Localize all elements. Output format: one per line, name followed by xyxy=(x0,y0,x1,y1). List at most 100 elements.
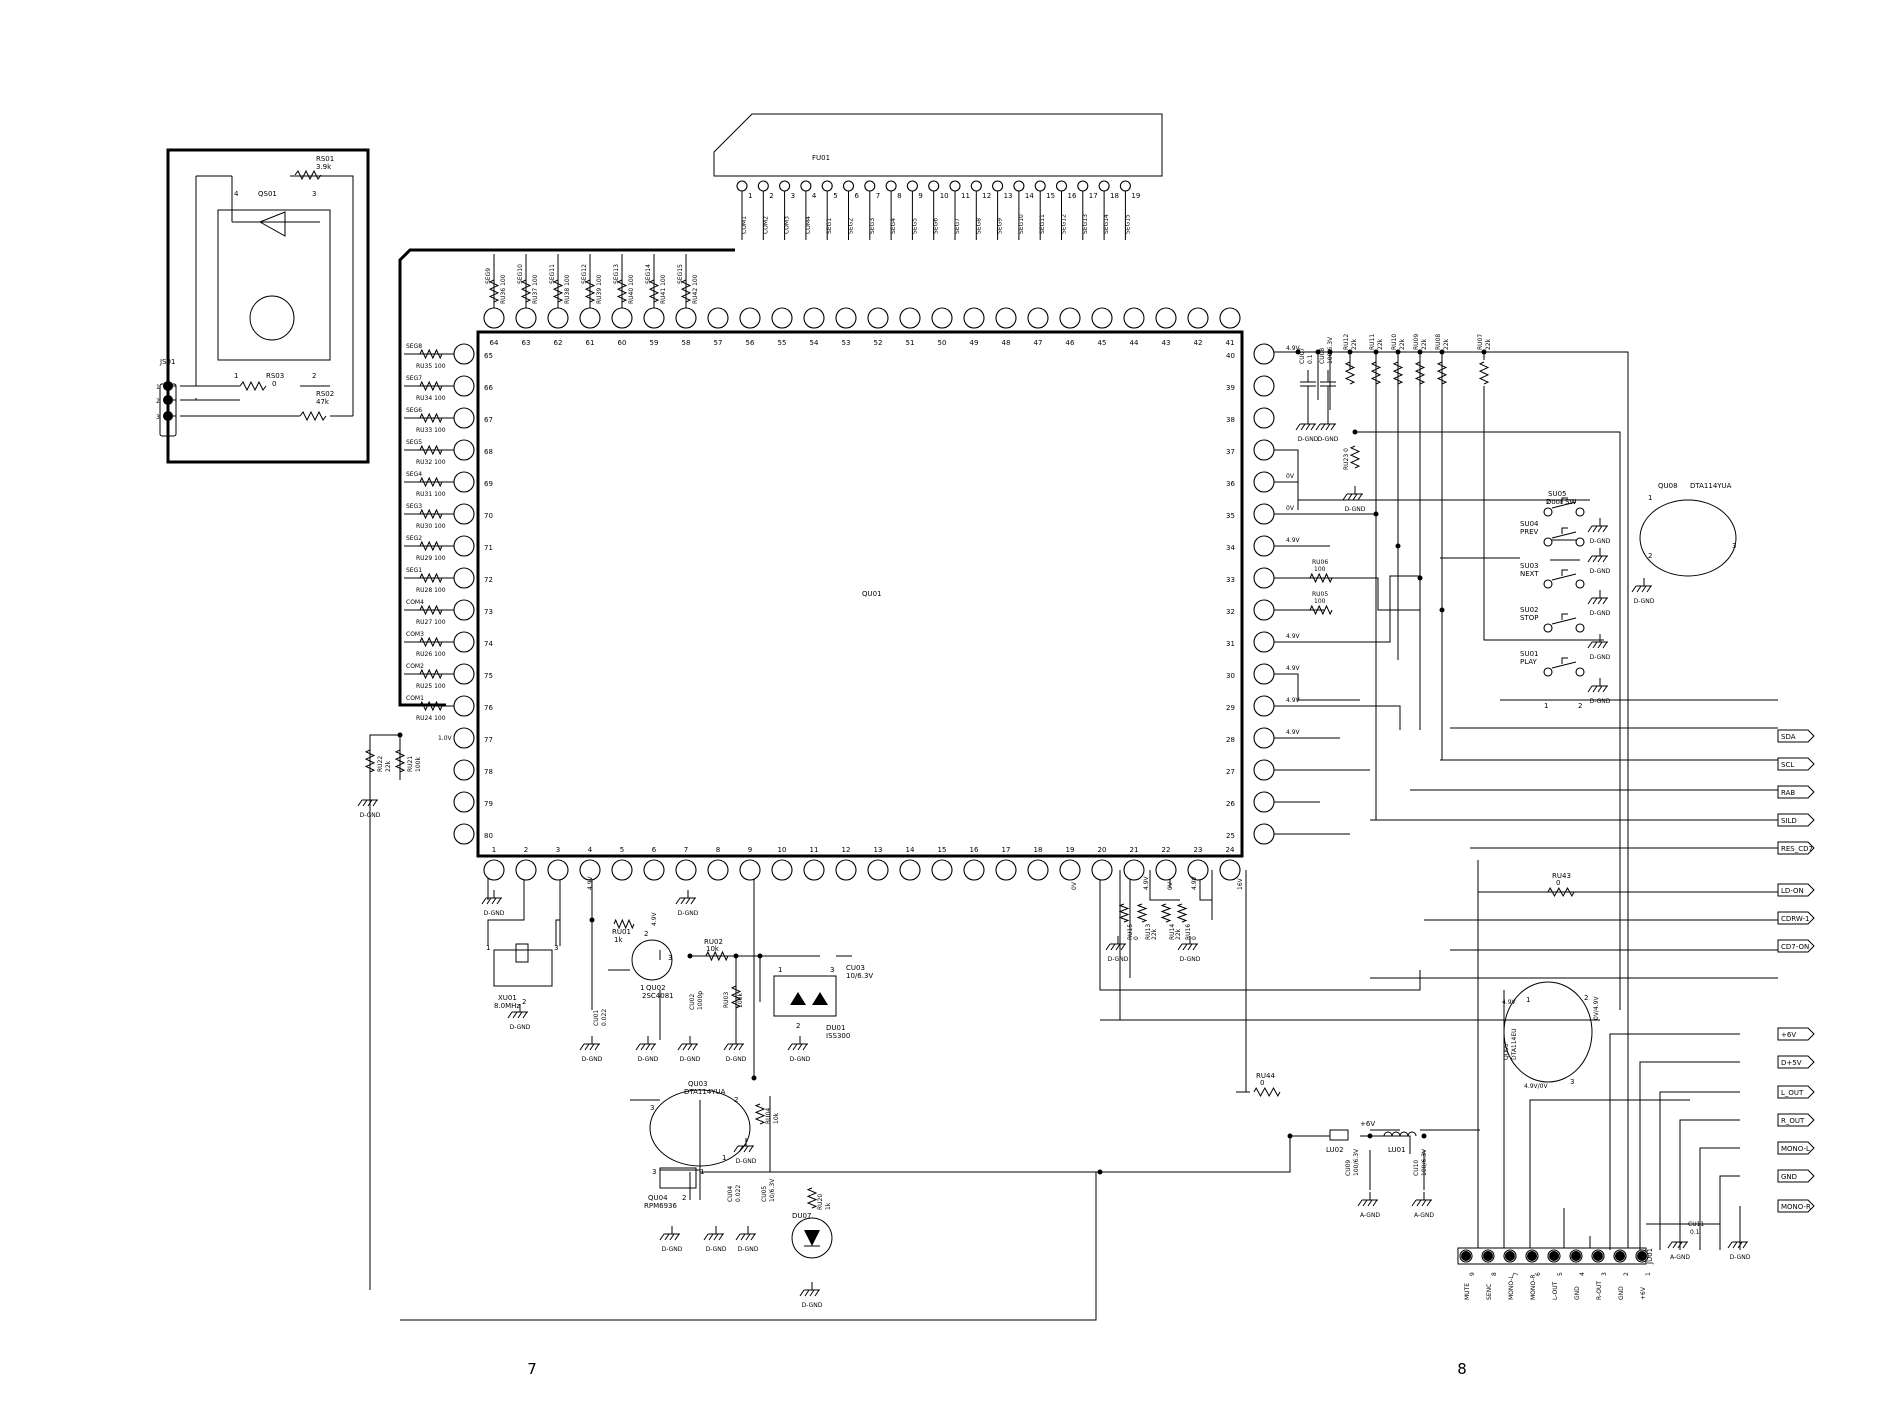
ju01-pin-label: GND xyxy=(1574,1286,1581,1300)
pullup-ref: RU09 xyxy=(1413,334,1420,350)
seg-resistor xyxy=(419,380,443,392)
pin-voltage-label: 4.9V xyxy=(1286,345,1301,352)
switch-contact xyxy=(1551,527,1577,539)
ground-label: D-GND xyxy=(510,1024,531,1031)
fu01-signal-label: COM2 xyxy=(762,216,769,234)
qu01-bottom-pin-number: 17 xyxy=(1002,846,1011,854)
du07-body xyxy=(791,1217,833,1259)
fu01-signal-label: SEG14 xyxy=(1103,214,1110,234)
fu01-pin-number: 1 xyxy=(748,192,752,200)
qu01-left-pin xyxy=(453,663,475,685)
qu02-part: 2SC4081 xyxy=(642,992,674,1000)
seg-resistor xyxy=(488,279,500,303)
qu01-left-pin xyxy=(453,727,475,749)
seg-resistor-label: RU37 100 xyxy=(532,274,539,304)
bottom-res-label: RU16 xyxy=(1185,924,1192,940)
cu02-value: 1000p xyxy=(697,991,704,1010)
switch-pin-number: 2 xyxy=(1546,498,1550,506)
qu04-body xyxy=(659,1167,697,1189)
ground-label: D-GND xyxy=(1634,598,1655,605)
fu01-label: FU01 xyxy=(812,154,830,162)
qu01-top-pin-number: 51 xyxy=(906,339,915,347)
qu01-left-pin-number: 66 xyxy=(484,384,493,392)
signal-port xyxy=(1777,883,1815,897)
switch-terminal xyxy=(1543,579,1553,589)
ground-label: D-GND xyxy=(360,812,381,819)
seg-resistor-label: RU39 100 xyxy=(596,274,603,304)
qu01-body xyxy=(476,330,1244,858)
ground-label: D-GND xyxy=(662,1246,683,1253)
xu01-pin-number: 3 xyxy=(554,944,558,952)
qu01-bottom-pin-number: 2 xyxy=(524,846,528,854)
qu01-right-pin-number: 34 xyxy=(1226,544,1235,552)
ru21-label: RU21 xyxy=(407,756,414,772)
qu01-right-pin-number: 28 xyxy=(1226,736,1235,744)
signal-label: MONO-L xyxy=(1781,1145,1810,1153)
seg-resistor-label: RU33 100 xyxy=(416,427,446,434)
bottom-res-value: 22k xyxy=(1151,928,1158,940)
qu04-part: RPM6936 xyxy=(644,1202,677,1210)
fu01-pin xyxy=(992,180,1004,192)
ground-label: D-GND xyxy=(706,1246,727,1253)
ru01-label: RU01 xyxy=(612,928,631,936)
pin-voltage-label: 4.9V xyxy=(587,875,594,890)
ru03-ground xyxy=(723,1036,744,1051)
qu01-bottom-pin-number: 20 xyxy=(1098,846,1107,854)
qu01-top-pin-number: 46 xyxy=(1066,339,1075,347)
signal-label: D+5V xyxy=(1781,1059,1802,1067)
cu01-value: 0.022 xyxy=(601,1009,608,1026)
cu11-value: 0.1 xyxy=(1690,1229,1700,1236)
pin-voltage-label: 1.0V xyxy=(438,735,453,742)
qu01-top-pin-number: 45 xyxy=(1098,339,1107,347)
junction-dot xyxy=(733,953,739,959)
switch-terminal xyxy=(1575,507,1585,517)
fu01-signal-label: SEG11 xyxy=(1039,214,1046,234)
qu01-bottom-pin-number: 10 xyxy=(778,846,787,854)
switch-terminal xyxy=(1543,667,1553,677)
qu01-left-pin-number: 75 xyxy=(484,672,493,680)
junction-dot xyxy=(1097,1169,1103,1175)
ru03-resistor xyxy=(730,985,742,1009)
qu01-left-pin xyxy=(453,791,475,813)
fu01-pin-number: 16 xyxy=(1068,192,1077,200)
cu05-ground xyxy=(735,1226,756,1241)
switch-ref-label: SU04 xyxy=(1520,520,1539,528)
signal-label: SCL xyxy=(1781,761,1794,769)
pullup-resistor xyxy=(1436,361,1448,385)
qu01-left-pin-number: 69 xyxy=(484,480,493,488)
qu01-top-pin xyxy=(1155,307,1177,329)
qu01-left-pin-number: 80 xyxy=(484,832,493,840)
qu05-pin-number: 1 xyxy=(1526,996,1530,1004)
ru21-resistor xyxy=(394,749,406,773)
ru20-value: 1k xyxy=(825,1202,832,1210)
ru22-resistor xyxy=(364,749,376,773)
qu03-outline xyxy=(649,1089,751,1167)
fu01-signal-label: SEG5 xyxy=(911,218,918,234)
pin-voltage-label: 4.9V xyxy=(1286,633,1301,640)
ru23-resistor xyxy=(1349,445,1361,469)
fu01-signal-label: COM1 xyxy=(741,216,748,234)
qu01-top-pin xyxy=(1219,307,1241,329)
switch-contact xyxy=(1551,569,1577,581)
qu01-right-pin-number: 27 xyxy=(1226,768,1235,776)
qu01-top-pin xyxy=(1187,307,1209,329)
qu01-top-pin xyxy=(931,307,953,329)
ju01-pin-fill xyxy=(1505,1251,1515,1261)
ju01-pin-label: MONO-R xyxy=(1530,1274,1537,1300)
fu01-pin-number: 6 xyxy=(855,192,860,200)
qu01-bottom-pin xyxy=(579,859,601,881)
signal-port xyxy=(1777,757,1815,771)
qs01-pin-number: 3 xyxy=(312,190,316,198)
fu01-pin xyxy=(736,180,748,192)
ju01-pin-label: MONO-L xyxy=(1508,1275,1515,1300)
qu01-top-pin-number: 48 xyxy=(1002,339,1011,347)
fu01-pin xyxy=(757,180,769,192)
pullup-ref: RU11 xyxy=(1369,334,1376,350)
qu01-bottom-pin-number: 11 xyxy=(810,846,819,854)
signal-label: GND xyxy=(1781,1173,1797,1181)
qu01-right-pin xyxy=(1253,407,1275,429)
qu01-top-pin xyxy=(643,307,665,329)
fu01-pin xyxy=(885,180,897,192)
ground-label: D-GND xyxy=(1298,436,1319,443)
cu10-ground xyxy=(1411,1192,1432,1207)
